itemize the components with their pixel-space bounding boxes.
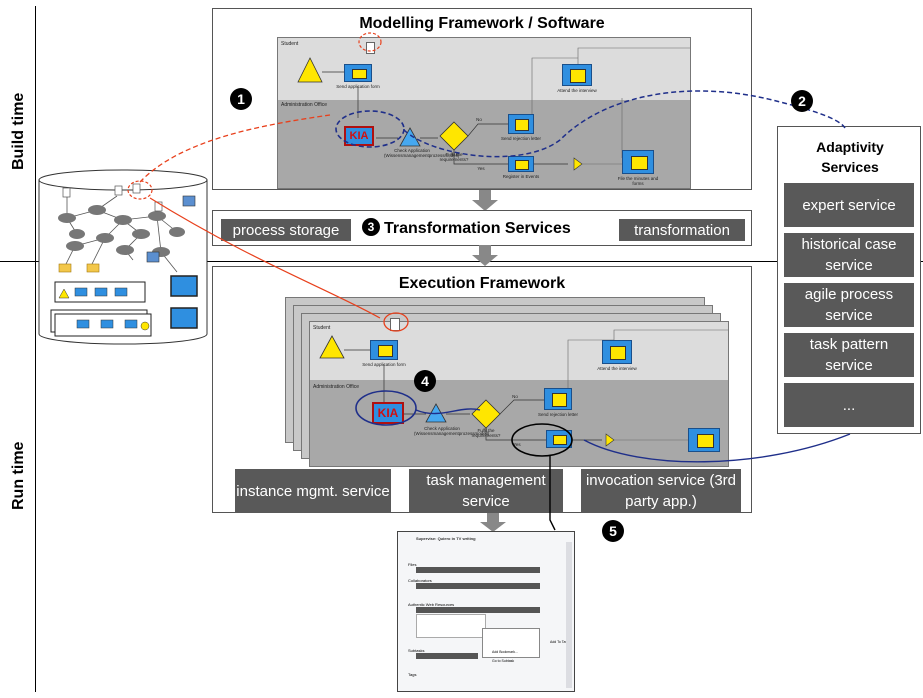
task-screen-row-files: Files	[408, 562, 417, 567]
marker-1: 1	[230, 88, 252, 110]
arrow-exec-to-screen	[480, 513, 506, 532]
task-file	[622, 150, 654, 174]
document-icon	[366, 42, 375, 54]
task-screen-menu-subtask: Go to Subtask	[492, 659, 515, 663]
invocation-service: invocation service (3rd party app.)	[581, 469, 741, 513]
task-interview-label: Attend the interview	[557, 88, 597, 93]
transformation-services: process storage Transformation Services …	[212, 210, 752, 246]
instance-send-form-label: Send application form	[362, 362, 406, 367]
process-model: Student Administration Office Send appli…	[277, 37, 691, 189]
task-send-form-label: Send application form	[336, 84, 380, 89]
task-screen-table-4	[416, 653, 478, 659]
task-register	[508, 156, 534, 172]
instance-document-icon	[390, 318, 400, 331]
label-yes: Yes	[477, 166, 485, 171]
transformation-box: transformation	[619, 219, 745, 241]
adaptivity-services: Adaptivity Services expert service histo…	[777, 126, 921, 434]
build-time-label: Build time	[10, 92, 27, 170]
adaptivity-title: Adaptivity Services	[816, 139, 884, 175]
marker-4: 4	[414, 370, 436, 392]
task-register-label: Register in Events	[502, 174, 540, 179]
gateway-label: Fulfil the requirements?	[439, 152, 469, 162]
arrow-model-to-transform	[472, 190, 498, 211]
start-event-shape	[297, 57, 323, 83]
instance-gateway-label: Fulfil the requirements?	[471, 428, 501, 438]
instance-task-interview	[602, 340, 632, 364]
task-screen-title: Supervise: Quiero in TV writing	[416, 536, 476, 541]
execution-framework-title: Execution Framework	[398, 275, 566, 292]
task-screen-menu-add: Add To Task	[550, 640, 569, 644]
instance-lane-office-label: Administration Office	[313, 384, 360, 390]
task-screen-table-2	[416, 583, 540, 589]
kia-task: KIA	[344, 126, 374, 146]
task-screen-table-3	[416, 607, 540, 613]
instance-task-send-form	[370, 340, 398, 360]
task-rejection	[508, 114, 534, 134]
task-rejection-label: Send rejection letter	[500, 136, 542, 141]
task-interview	[562, 64, 592, 86]
timeline-axis	[35, 6, 36, 692]
instance-check-label: Check Application (Wissensmanagementproz…	[414, 426, 490, 436]
instance-kia-task: KIA	[372, 402, 404, 424]
modelling-framework-title: Modelling Framework / Software	[359, 15, 605, 32]
instance-model: Student Administration Office Send appli…	[309, 318, 729, 467]
lane-label-office: Administration Office	[281, 102, 328, 108]
process-repository	[37, 168, 209, 346]
task-pattern-service: task pattern service	[784, 333, 914, 377]
task-screen-context-menu	[482, 628, 540, 658]
instance-task-rejection	[544, 388, 572, 410]
check-triangle-shape	[399, 127, 421, 147]
task-management-service: task management service	[409, 469, 563, 513]
process-storage-box: process storage	[221, 219, 351, 241]
task-file-label: File the minutes and forms	[617, 176, 659, 186]
task-screen-row-tags: Tags	[408, 672, 417, 677]
repository-cylinder	[38, 169, 208, 345]
marker-2: 2	[791, 90, 813, 112]
phase-divider	[0, 261, 923, 262]
execution-framework: Execution Framework Student Administrati…	[212, 266, 752, 513]
run-time-label: Run time	[10, 441, 27, 510]
task-screen-rows	[416, 614, 486, 638]
task-screen-scrollbar[interactable]	[566, 542, 572, 688]
marker-3: 3	[362, 218, 380, 236]
instance-mgmt-service: instance mgmt. service	[235, 469, 391, 513]
task-send-form	[344, 64, 372, 82]
instance-task-register	[546, 430, 572, 448]
gateway-shape	[439, 121, 469, 151]
task-screen-row-collab: Collaborators	[408, 578, 432, 583]
task-screen-table-1	[416, 567, 540, 573]
instance-label-yes: Yes	[513, 442, 521, 447]
marker-5: 5	[602, 520, 624, 542]
expert-service: expert service	[784, 183, 914, 227]
lane-label-student: Student	[281, 41, 299, 47]
more-services: ...	[784, 383, 914, 427]
modelling-framework: Modelling Framework / Software Student A…	[212, 8, 752, 190]
task-check-label: Check Application (Wissensmanagementproz…	[384, 148, 460, 158]
instance-task-file	[688, 428, 720, 452]
task-screen-menu-bookmark: Add Bookmark...	[492, 650, 518, 654]
instance-interview-label: Attend the interview	[597, 366, 637, 371]
historical-case-service: historical case service	[784, 233, 914, 277]
task-screen: Supervise: Quiero in TV writing Files Co…	[397, 531, 575, 692]
transformation-title: Transformation Services	[384, 220, 571, 237]
label-no: No	[476, 117, 482, 122]
instance-label-no: No	[512, 394, 518, 399]
instance-rejection-label: Send rejection letter	[537, 412, 579, 417]
arrow-transform-to-exec	[472, 245, 498, 266]
instance-lane-student: Student	[313, 325, 331, 331]
agile-process-service: agile process service	[784, 283, 914, 327]
task-screen-row-web: Authentic Web Resources	[408, 602, 455, 607]
task-screen-row-subtasks: Subtasks	[408, 648, 425, 653]
